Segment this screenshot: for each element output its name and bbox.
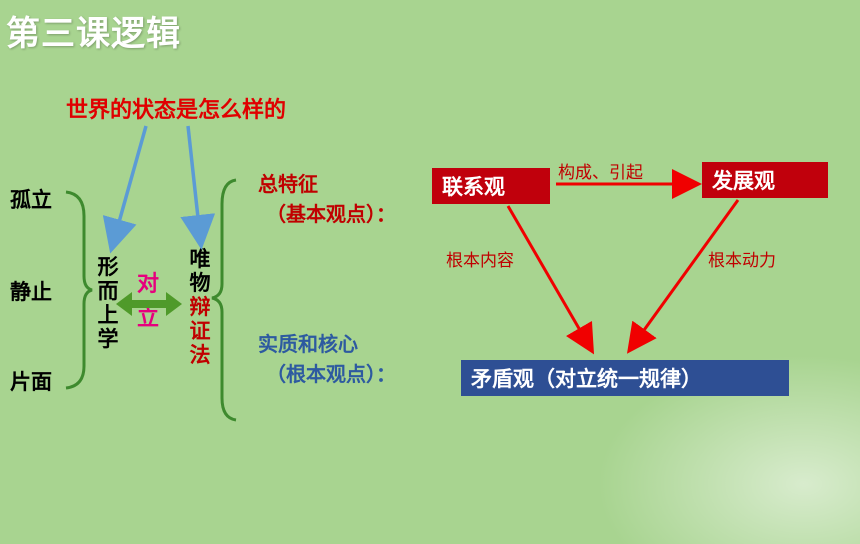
general-feature-line2: （基本观点）： [266,202,396,226]
metaphysics-label: 形而上学 [97,255,119,351]
arrow-development-to-contradiction [626,199,740,354]
brace-states [65,190,93,390]
connection-box: 联系观 [432,168,550,204]
brace-dialectics [211,178,237,422]
arrow-label-right: 根本动力 [708,251,776,271]
contradiction-box: 矛盾观（对立统一规律） [461,360,789,396]
arrow-question-to-dialectics [180,125,216,250]
development-box: 发展观 [702,162,828,198]
essence-line2: （根本观点）： [266,362,396,386]
opposition-label: 对立 [136,272,159,331]
general-feature-line1: 总特征 [258,172,318,196]
arrow-connection-to-contradiction [506,205,595,355]
essence-line1: 实质和核心 [258,332,358,356]
arrow-label-left: 根本内容 [446,251,514,271]
opposition-double-arrow [116,292,182,316]
state-isolated: 孤立 [10,188,52,212]
dialectics-label-part1: 唯物 [189,247,211,295]
arrow-question-to-metaphysics [102,125,148,254]
diagram-graphics [65,125,740,422]
state-static: 静止 [10,280,52,304]
page-title: 第三课逻辑 [6,14,181,54]
dialectics-label-part2: 辩证法 [189,295,211,367]
question-text: 世界的状态是怎么样的 [66,98,287,123]
arrow-label-top: 构成、引起 [558,163,643,183]
state-one-sided: 片面 [10,370,52,394]
